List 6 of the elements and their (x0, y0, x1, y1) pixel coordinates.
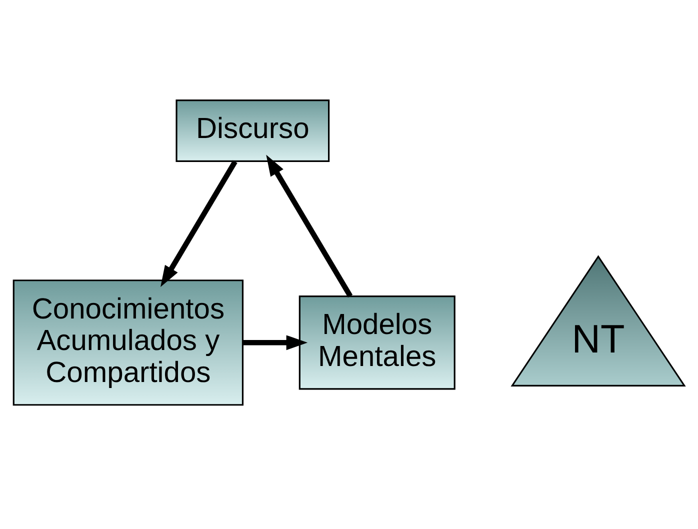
arrow (242, 335, 308, 350)
node-box: Discurso (176, 100, 330, 162)
arrow (160, 160, 238, 287)
node-box: Modelos Mentales (298, 295, 456, 390)
node-box: Conocimientos Acumulados y Compartidos (12, 280, 244, 406)
arrow (266, 154, 353, 298)
